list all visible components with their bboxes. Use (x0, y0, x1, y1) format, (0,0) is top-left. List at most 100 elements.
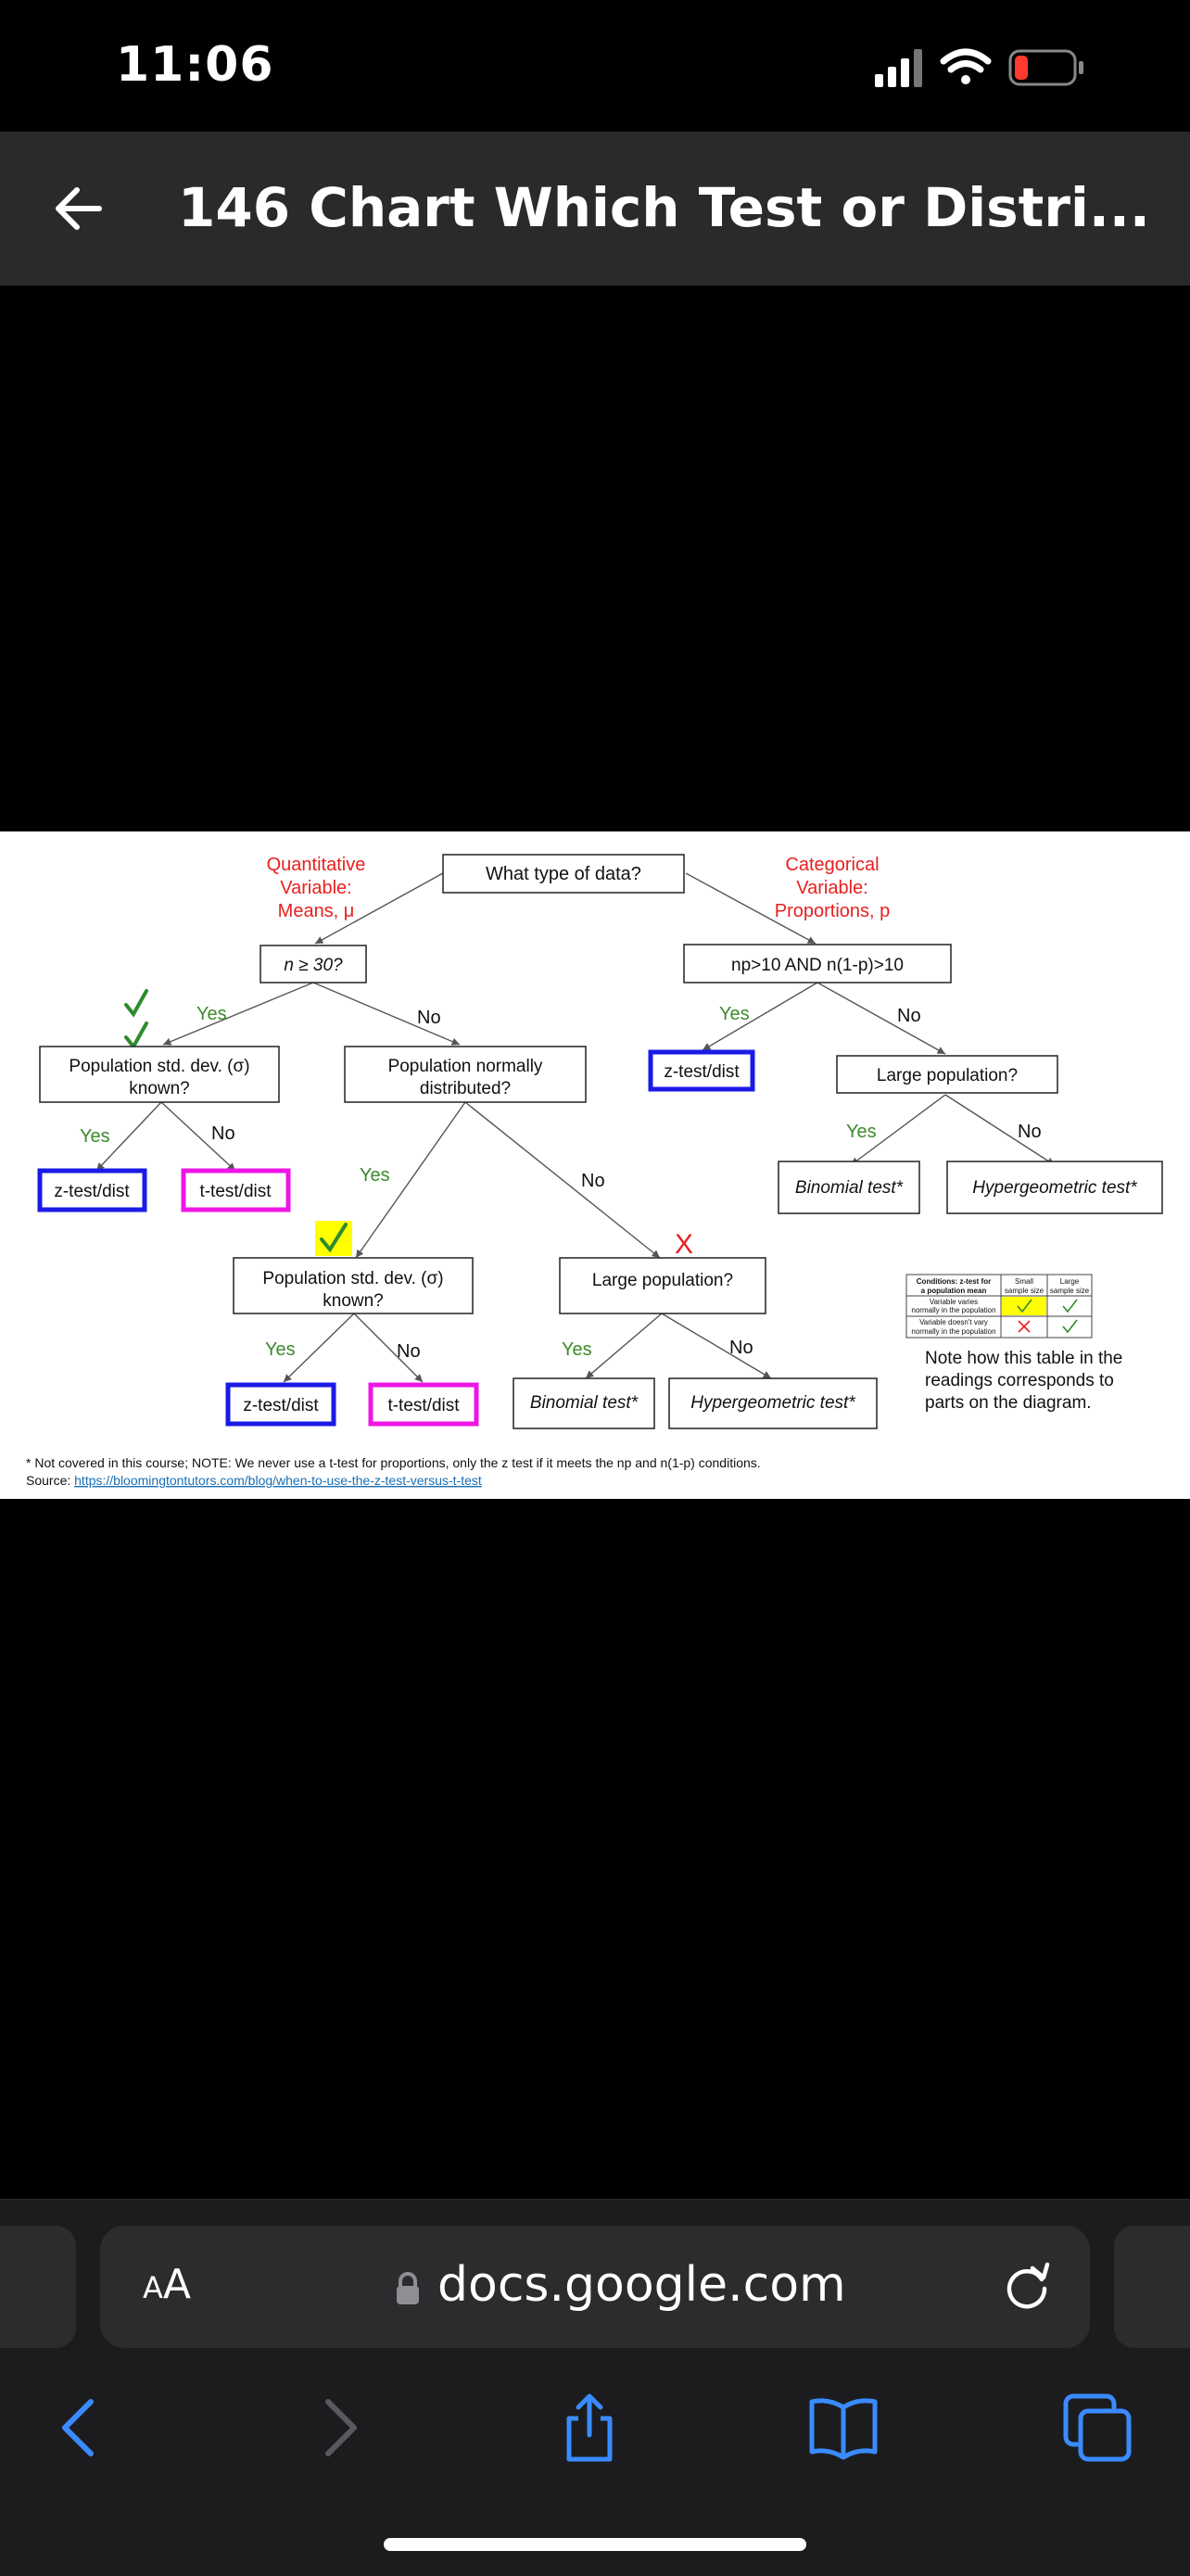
previous-tab-preview[interactable] (0, 2226, 76, 2348)
back-chevron-icon[interactable] (43, 2391, 117, 2465)
edge-yes-label: Yes (80, 1126, 110, 1147)
svg-text:Means, μ: Means, μ (278, 901, 355, 921)
svg-text:Variable:: Variable: (280, 878, 351, 898)
node-label: known? (129, 1079, 190, 1098)
node-ttest-normal (368, 1382, 479, 1427)
node-binomial-test-2 (513, 1377, 655, 1429)
svg-text:Note how this table in the: Note how this table in the (925, 1349, 1122, 1368)
node-pop-normal (344, 1046, 587, 1103)
svg-text:Variable:: Variable: (796, 878, 867, 898)
node-ztest-known (37, 1168, 147, 1212)
node-label: Population std. dev. (σ) (69, 1057, 249, 1076)
source-label: Source: https://bloomingtontutors.com/bl… (26, 1473, 482, 1488)
node-large-pop-cat (836, 1055, 1058, 1094)
node-pop-std-known (39, 1046, 280, 1103)
node-label: Hypergeometric test* (972, 1178, 1137, 1198)
edge-yes-label: Yes (360, 1165, 390, 1186)
reload-icon[interactable] (999, 2259, 1055, 2315)
node-label: t-test/dist (387, 1396, 460, 1415)
check-icon (320, 1223, 348, 1253)
conditions-table: Conditions: z-test for a population mean… (905, 1274, 1093, 1339)
status-time: 11:06 (116, 37, 274, 93)
svg-text:normally in the population: normally in the population (911, 1327, 995, 1336)
quantitative-label: Quantitative Variable: Means, μ (267, 855, 366, 921)
edge-yes-label: Yes (265, 1339, 296, 1360)
source-link[interactable]: https://bloomingtontutors.com/blog/when-… (74, 1473, 482, 1488)
svg-text:normally in the population: normally in the population (911, 1306, 995, 1314)
node-ztest-normal (225, 1382, 336, 1427)
svg-text:sample size: sample size (1005, 1287, 1044, 1295)
svg-text:parts on the diagram.: parts on the diagram. (925, 1393, 1092, 1413)
cellular-signal-icon (875, 49, 922, 87)
node-label: Population normally (388, 1057, 543, 1076)
node-root (442, 854, 685, 894)
bookmarks-icon[interactable] (806, 2391, 880, 2465)
tabs-icon[interactable] (1060, 2391, 1134, 2465)
edge-no-label: No (417, 1008, 441, 1028)
tree-connectors (95, 872, 1056, 1383)
node-root-label: What type of data? (486, 864, 641, 884)
node-label: z-test/dist (243, 1396, 319, 1415)
node-label: Binomial test* (530, 1393, 639, 1413)
svg-text:Small: Small (1015, 1277, 1033, 1286)
share-icon[interactable] (552, 2391, 627, 2465)
categorical-label: Categorical Variable: Proportions, p (775, 855, 891, 921)
edge-no-label: No (211, 1123, 235, 1144)
edge-yes-label: Yes (846, 1122, 877, 1142)
svg-text:Large: Large (1060, 1277, 1080, 1286)
edge-yes-label: Yes (719, 1004, 750, 1024)
svg-text:Variable varies: Variable varies (930, 1298, 978, 1306)
document-title: 146 Chart Which Test or Distri... (178, 176, 1150, 239)
node-label: Large population? (592, 1271, 733, 1290)
forward-chevron-icon[interactable] (302, 2391, 376, 2465)
app-bar: 146 Chart Which Test or Distri... (0, 132, 1190, 286)
svg-text:Conditions: z-test for: Conditions: z-test for (917, 1277, 991, 1286)
next-tab-preview[interactable] (1114, 2226, 1190, 2348)
status-icons (875, 48, 1083, 87)
node-label: Population std. dev. (σ) (262, 1269, 443, 1288)
status-bar: 11:06 (0, 0, 1190, 132)
node-ztest-proportions (648, 1049, 755, 1092)
svg-text:Categorical: Categorical (785, 855, 879, 875)
edge-no-label: No (1018, 1122, 1042, 1142)
reader-text-size-button[interactable]: AA (143, 2261, 191, 2308)
node-hypergeometric-test (946, 1161, 1163, 1214)
back-arrow-icon[interactable] (51, 181, 107, 236)
slide-image: What type of data? Quantitative Variable… (0, 831, 1190, 1499)
edge-yes-label: Yes (562, 1339, 592, 1360)
node-ttest-unknown (181, 1168, 291, 1212)
node-pop-std-known-2 (233, 1257, 474, 1314)
node-np-condition-label: np>10 AND n(1-p)>10 (731, 956, 904, 975)
node-np-condition (683, 944, 952, 983)
url-text[interactable]: docs.google.com (437, 2257, 846, 2313)
svg-text:a population mean: a population mean (921, 1287, 987, 1295)
edge-no-label: No (729, 1338, 753, 1358)
green-check-icons (124, 989, 148, 1050)
node-label: z-test/dist (664, 1062, 740, 1082)
node-large-pop-quant (559, 1257, 766, 1314)
footnote: * Not covered in this course; NOTE: We n… (26, 1455, 761, 1470)
lock-icon (397, 2272, 419, 2304)
address-bar[interactable]: AA docs.google.com (100, 2226, 1090, 2348)
svg-text:Variable doesn't vary: Variable doesn't vary (919, 1318, 988, 1326)
node-label: Hypergeometric test* (690, 1393, 855, 1413)
svg-text:Quantitative: Quantitative (267, 855, 366, 875)
node-label: z-test/dist (54, 1182, 130, 1201)
svg-text:sample size: sample size (1050, 1287, 1090, 1295)
edge-yes-label: Yes (196, 1004, 227, 1024)
node-binomial-test (778, 1161, 920, 1214)
node-n30 (260, 945, 367, 983)
edge-no-label: No (897, 1006, 921, 1026)
browser-bottom-bar: AA docs.google.com (0, 2199, 1190, 2576)
edge-no-label: No (397, 1341, 421, 1362)
battery-icon (1008, 49, 1083, 86)
node-label: Binomial test* (795, 1178, 904, 1198)
node-label: known? (323, 1291, 384, 1311)
node-hypergeometric-test-2 (668, 1377, 878, 1429)
node-label: t-test/dist (199, 1182, 272, 1201)
decision-tree-diagram: What type of data? Quantitative Variable… (26, 854, 1163, 1488)
home-indicator[interactable] (384, 2538, 806, 2551)
node-label: distributed? (420, 1079, 511, 1098)
red-x-mark: X (675, 1229, 693, 1260)
table-note: Note how this table in the readings corr… (925, 1349, 1122, 1413)
